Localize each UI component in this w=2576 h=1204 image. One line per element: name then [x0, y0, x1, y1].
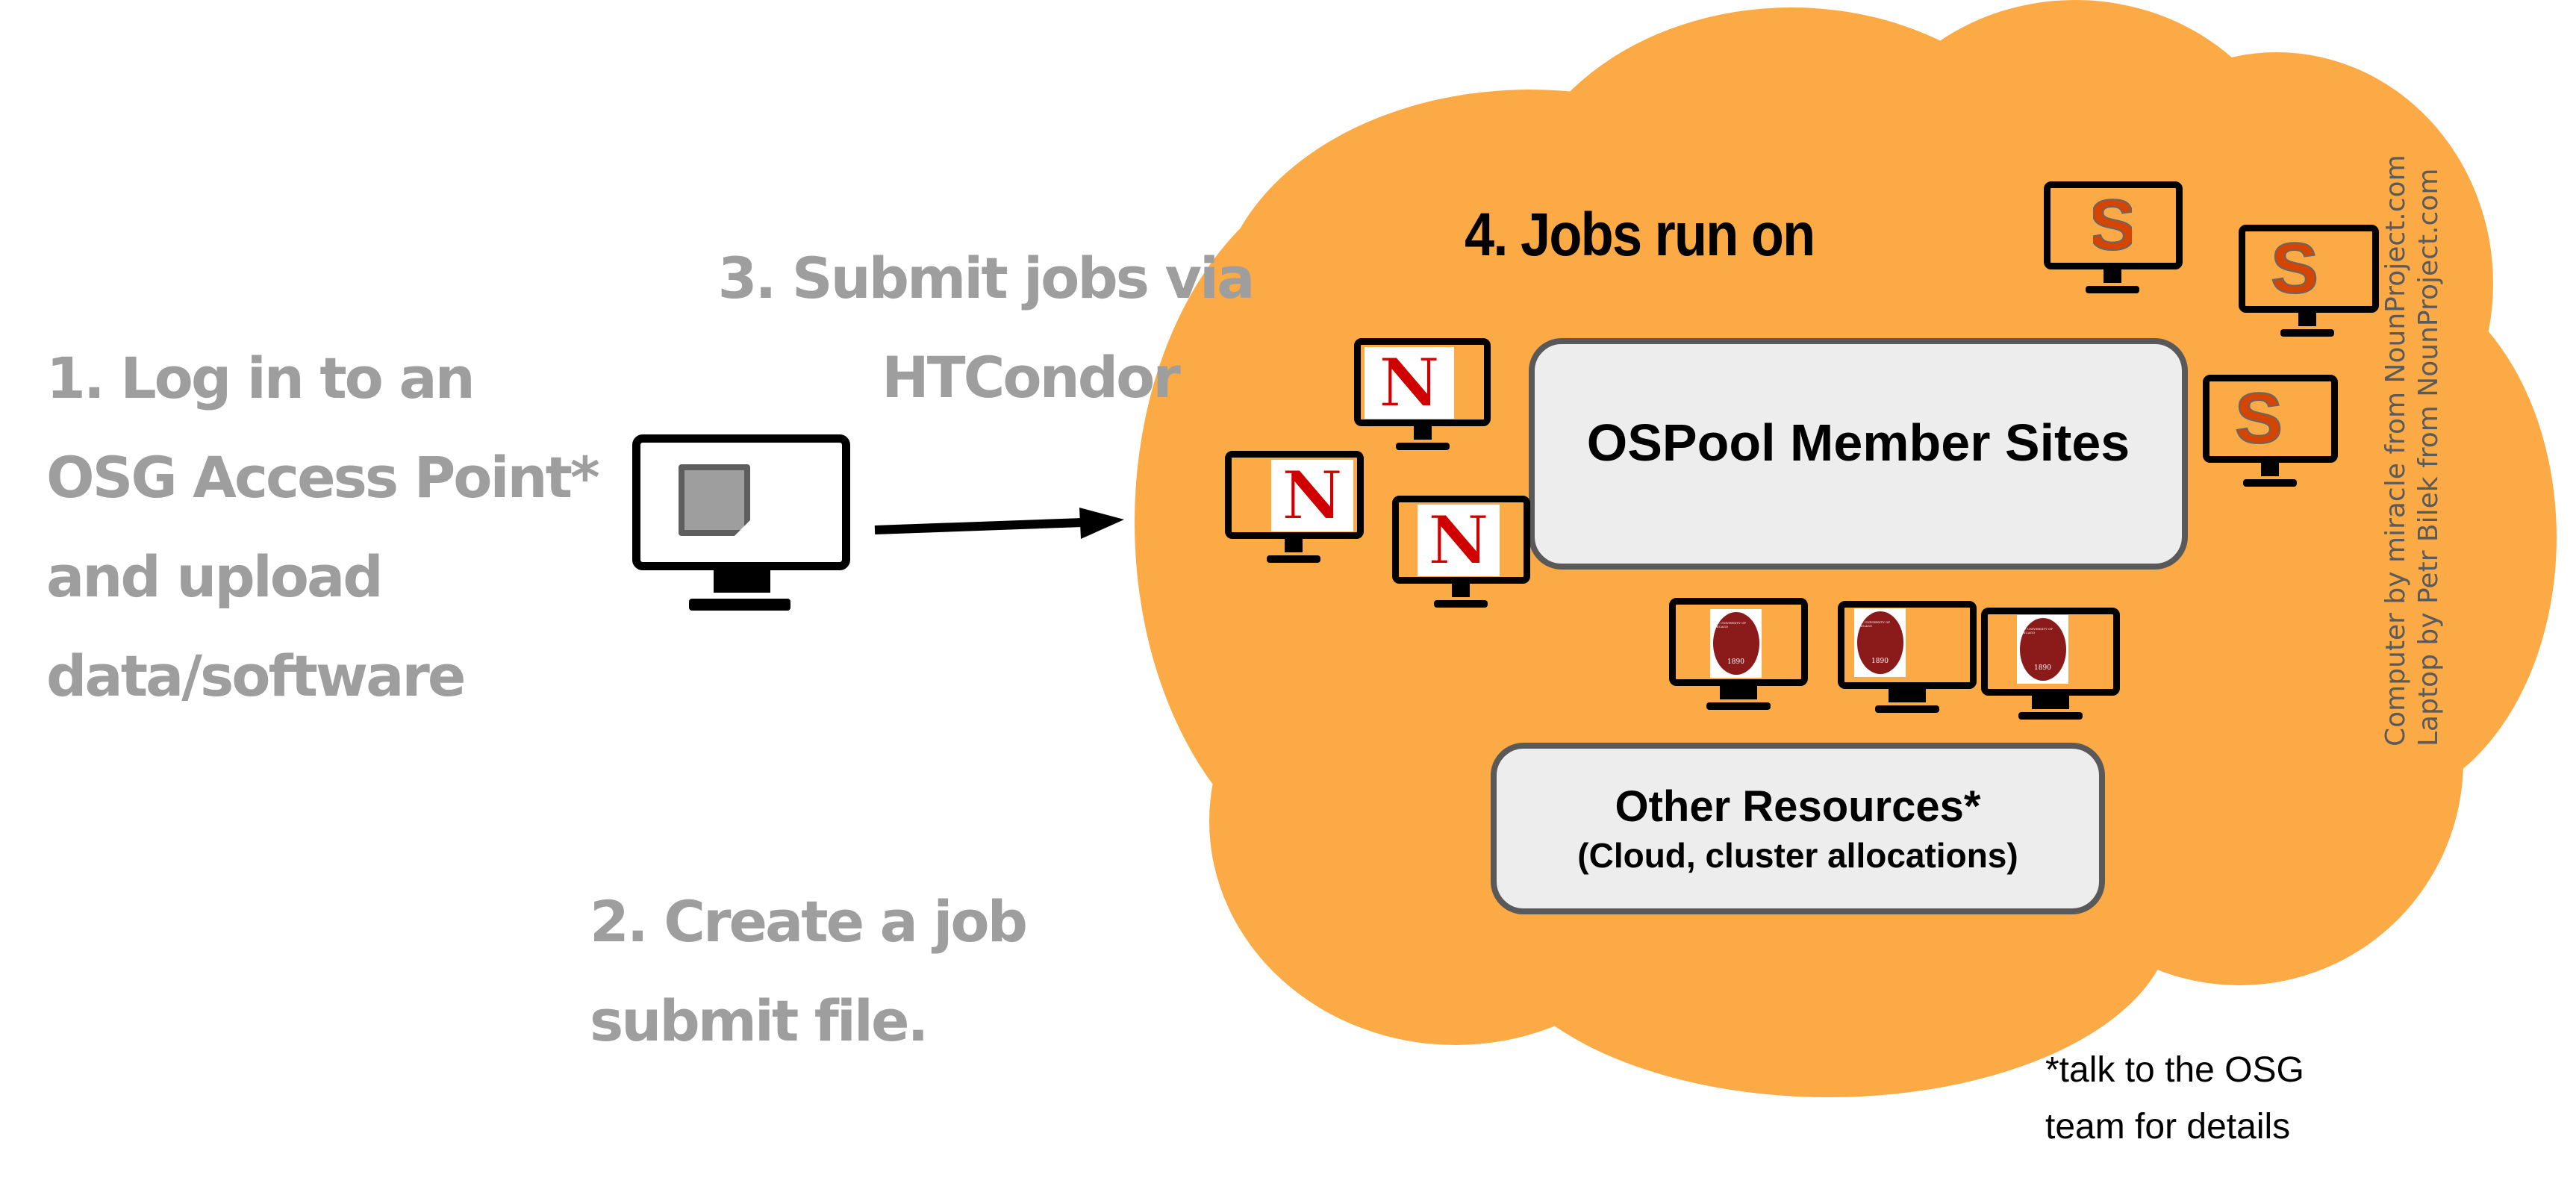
step-2-text: 2. Create a job submit file.: [590, 872, 1028, 1070]
step-1-line: OSG Access Point*: [46, 444, 600, 511]
chicago-computer-icon: THE UNIVERSITY OF CHICAGO 1890: [1669, 598, 1808, 710]
ospool-member-sites-label: OSPool Member Sites: [1586, 414, 2130, 472]
chicago-seal-text: THE UNIVERSITY OF CHICAGO: [2019, 627, 2053, 634]
chicago-seal-text: THE UNIVERSITY OF CHICAGO: [1856, 620, 1891, 628]
step-4-title: 4. Jobs run on: [1465, 201, 1815, 269]
footnote: *talk to the OSG team for details: [2045, 1042, 2304, 1155]
syracuse-computer-icon: S: [2203, 375, 2338, 487]
chicago-seal-text: THE UNIVERSITY OF CHICAGO: [1712, 621, 1747, 628]
other-resources-box: Other Resources* (Cloud, cluster allocat…: [1491, 743, 2105, 914]
step-3-line: HTCondor: [882, 344, 1181, 411]
step-1-text: 1. Log in to an OSG Access Point* and up…: [46, 328, 600, 726]
chicago-seal-logo: THE UNIVERSITY OF CHICAGO 1890: [1854, 608, 1906, 677]
step-2-line: 2. Create a job: [590, 888, 1028, 955]
step-2-line: submit file.: [590, 988, 929, 1054]
chicago-seal-year: 1890: [1727, 658, 1744, 666]
chicago-seal-logo: THE UNIVERSITY OF CHICAGO 1890: [1710, 609, 1762, 678]
icon-credit-laptop: Laptop by Petr Bilek from NounProject.co…: [2413, 168, 2444, 746]
chicago-seal-year: 1890: [2034, 664, 2051, 672]
arrow-right-icon: [874, 508, 1124, 539]
step-3-line: 3. Submit jobs via: [717, 245, 1256, 311]
icon-credit-computer: Computer by miracle from NounProject.com: [2380, 155, 2411, 746]
syracuse-computer-icon: S: [2044, 181, 2183, 293]
syracuse-logo: S: [2234, 385, 2283, 452]
syracuse-logo: S: [2093, 192, 2132, 259]
chicago-seal-year: 1890: [1871, 658, 1889, 665]
document-icon: [679, 464, 750, 536]
step-1-line: data/software: [46, 643, 466, 709]
syracuse-logo: S: [2270, 235, 2319, 302]
footnote-line: team for details: [2045, 1107, 2291, 1147]
nebraska-logo: N: [1271, 460, 1353, 531]
other-resources-title: Other Resources*: [1615, 782, 1981, 831]
other-resources-subtitle: (Cloud, cluster allocations): [1577, 836, 2018, 875]
step-3-text: 3. Submit jobs via HTCondor: [717, 228, 1256, 427]
chicago-seal-logo: THE UNIVERSITY OF CHICAGO 1890: [2017, 615, 2068, 684]
nebraska-computer-icon: N: [1225, 451, 1364, 563]
nebraska-logo: N: [1365, 347, 1454, 419]
computer-with-document-icon: [632, 434, 850, 611]
syracuse-computer-icon: S: [2239, 225, 2379, 337]
nebraska-computer-icon: N: [1392, 496, 1530, 608]
footnote-line: *talk to the OSG: [2045, 1050, 2304, 1090]
chicago-computer-icon: THE UNIVERSITY OF CHICAGO 1890: [1981, 608, 2120, 720]
step-1-line: and upload: [46, 543, 384, 610]
nebraska-computer-icon: N: [1354, 338, 1491, 450]
chicago-computer-icon: THE UNIVERSITY OF CHICAGO 1890: [1838, 601, 1977, 713]
step-1-line: 1. Log in to an: [46, 345, 475, 411]
nebraska-logo: N: [1418, 505, 1500, 576]
ospool-member-sites-box: OSPool Member Sites: [1529, 338, 2188, 570]
